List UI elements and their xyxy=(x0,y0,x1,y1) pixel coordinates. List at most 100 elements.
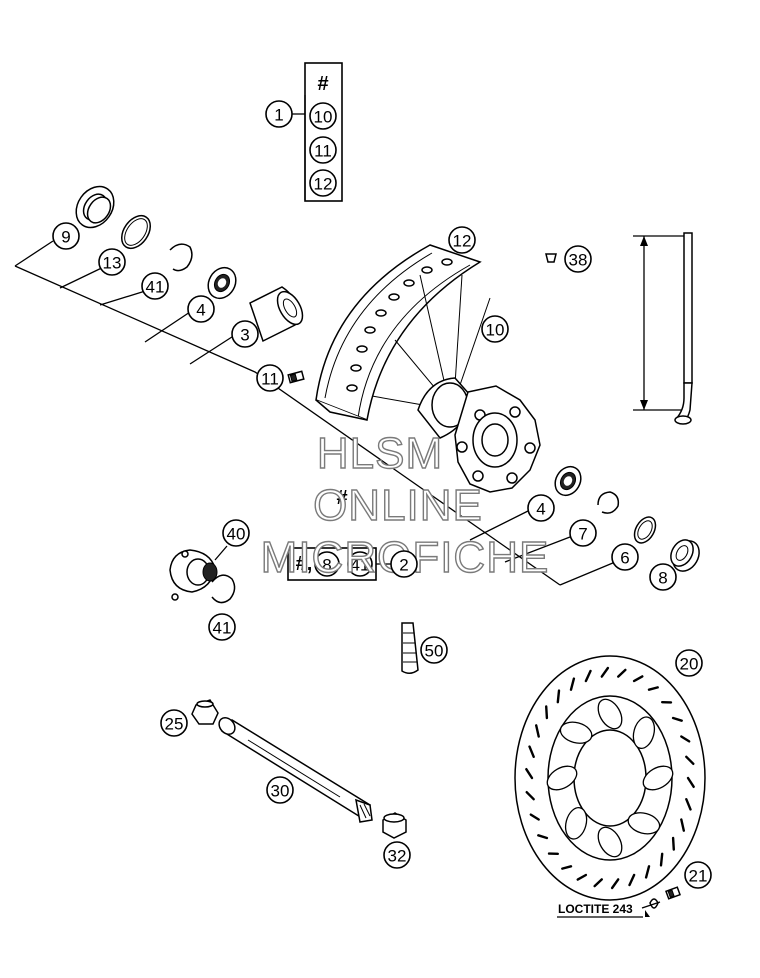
set-item-12-label: 12 xyxy=(314,175,333,194)
callout-9-label: 9 xyxy=(61,228,70,247)
callout-7: 7 xyxy=(569,519,597,547)
disc-vent-dash xyxy=(525,791,535,801)
callout-20-label: 20 xyxy=(680,655,699,674)
seal-ring-icon xyxy=(633,516,657,544)
callout-4-right-label: 4 xyxy=(536,500,545,519)
set-box-hash: # xyxy=(317,73,328,95)
loctite-label: LOCTITE 243 xyxy=(558,902,633,916)
bearing-icon xyxy=(207,266,237,300)
watermark-line-1: HLSM xyxy=(317,429,443,478)
callout-6: 6 xyxy=(611,543,639,571)
disc-vent-dash xyxy=(671,716,683,722)
callout-10: 10 xyxy=(481,315,509,343)
disc-slot xyxy=(627,812,661,835)
callout-50: 50 xyxy=(420,636,448,664)
disc-vent-dash xyxy=(537,834,549,840)
callout-11-label: 11 xyxy=(261,370,279,389)
circlip-icon xyxy=(169,243,193,272)
watermark-line-2: ONLINE xyxy=(313,481,483,530)
callout-layer: 9 13 41 4 3 11 12 10 38 4 7 6 8 40 41 2 … xyxy=(52,222,712,889)
callout-32-label: 32 xyxy=(388,847,407,866)
callout-21: 21 xyxy=(684,861,712,889)
disc-vent-dash xyxy=(617,668,627,678)
disc-vent-dashes xyxy=(525,666,695,890)
disc-vent-dash xyxy=(584,669,592,683)
disc-vent-dash xyxy=(561,865,573,870)
callout-7-label: 7 xyxy=(578,525,587,544)
disc-vent-dash xyxy=(593,878,603,888)
disc-slot xyxy=(564,806,588,840)
callout-13-label: 13 xyxy=(103,254,122,273)
callout-3-label: 3 xyxy=(240,326,249,345)
callout-41-bottom-label: 41 xyxy=(213,619,232,638)
spoke-icon xyxy=(371,274,491,409)
kit-item-8: 8 xyxy=(314,551,340,577)
kit-item-41: 41 xyxy=(347,551,373,577)
callout-30: 30 xyxy=(266,776,294,804)
disc-vent-dash xyxy=(680,818,685,832)
disc-slot xyxy=(546,765,578,791)
kit-box-hash: #, xyxy=(296,553,313,575)
callout-2: 2 xyxy=(390,550,418,578)
hub-hash-marker: # xyxy=(336,487,347,509)
set-item-12: 12 xyxy=(309,169,337,197)
hub-icon xyxy=(417,377,541,493)
brake-disc-icon xyxy=(514,655,706,901)
set-item-11: 11 xyxy=(309,136,337,164)
axle-nut-icon xyxy=(191,699,219,725)
disc-vent-dash xyxy=(659,852,664,867)
callout-30-label: 30 xyxy=(271,782,290,801)
callout-21-label: 21 xyxy=(689,867,708,886)
spoke-nipple-icon xyxy=(545,253,557,263)
set-item-10: 10 xyxy=(309,102,337,130)
seal-ring-icon xyxy=(670,539,700,572)
disc-vent-dash xyxy=(525,768,534,780)
callout-41-top: 41 xyxy=(141,272,169,300)
disc-vent-dash xyxy=(647,686,659,691)
kit-item-41-label: 41 xyxy=(351,556,370,575)
disc-vent-dash xyxy=(686,776,695,788)
spacer-tube-icon xyxy=(249,286,304,343)
callout-41-bottom: 41 xyxy=(208,613,236,641)
callout-4-left-label: 4 xyxy=(196,301,205,320)
speedo-drive-icon xyxy=(169,549,236,604)
disc-slot xyxy=(597,698,623,730)
callout-8-label: 8 xyxy=(658,569,667,588)
callout-32: 32 xyxy=(383,841,411,869)
bearing-icon xyxy=(554,465,582,497)
callout-38-label: 38 xyxy=(569,251,588,270)
set-item-11-label: 11 xyxy=(314,142,332,161)
callout-40-label: 40 xyxy=(227,525,246,544)
kit-box: #, 8 41 xyxy=(287,547,377,581)
circlip-icon xyxy=(597,491,620,514)
spoke-icon xyxy=(633,232,693,425)
disc-slot xyxy=(632,716,656,750)
axle-nut-icon xyxy=(382,812,407,839)
callout-13: 13 xyxy=(98,248,126,276)
disc-vent-dash xyxy=(628,873,636,887)
disc-vent-dash xyxy=(685,755,695,765)
seal-ring-icon xyxy=(120,214,152,250)
disc-vent-dash xyxy=(576,873,588,881)
set-box: # 10 11 12 1 xyxy=(265,62,343,202)
disc-vent-dash xyxy=(680,735,691,743)
disc-vent-dash xyxy=(644,865,651,879)
disc-vent-dash xyxy=(632,675,644,683)
seal-ring-icon xyxy=(75,185,115,229)
disc-vent-dash xyxy=(535,724,540,738)
disc-vent-dash xyxy=(556,689,561,704)
callout-12-label: 12 xyxy=(453,232,472,251)
callout-25: 25 xyxy=(160,709,188,737)
disc-slot xyxy=(642,765,674,791)
callout-25-label: 25 xyxy=(165,715,184,734)
callout-6-label: 6 xyxy=(620,549,629,568)
disc-vent-dash xyxy=(529,813,540,821)
callout-2-label: 2 xyxy=(399,556,408,575)
callout-1-label: 1 xyxy=(274,106,283,125)
axle-icon xyxy=(218,717,373,823)
rim-spoke-holes xyxy=(346,258,453,392)
disc-vent-dash xyxy=(528,745,535,758)
disc-vent-dash xyxy=(671,836,675,851)
callout-1: 1 xyxy=(265,100,293,128)
